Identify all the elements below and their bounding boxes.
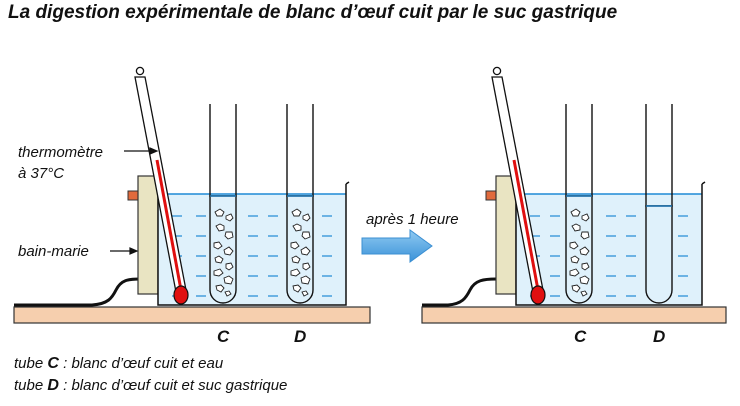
tube-c-after bbox=[565, 104, 593, 304]
tube-d-before bbox=[286, 104, 314, 304]
setup-before bbox=[13, 66, 371, 324]
water-left bbox=[158, 194, 346, 305]
heater-cable bbox=[14, 277, 141, 307]
water-right bbox=[516, 194, 702, 305]
tube-d-label-right: D bbox=[653, 327, 665, 346]
setup-after bbox=[421, 66, 727, 324]
tube-c-label-right: C bbox=[574, 327, 587, 346]
bench-right bbox=[421, 306, 727, 324]
tube-d-label-left: D bbox=[294, 327, 306, 346]
legend-c-letter: C bbox=[47, 355, 59, 372]
diagram-title: La digestion expérimentale de blanc d’œu… bbox=[8, 2, 618, 23]
tube-c-before bbox=[209, 104, 237, 304]
heater-cable-right bbox=[422, 277, 497, 307]
heater-block-right bbox=[495, 175, 517, 295]
thermometer-left bbox=[134, 66, 189, 305]
thermometer-label-line2: à 37°C bbox=[18, 165, 64, 182]
time-arrow bbox=[361, 229, 433, 263]
egg-white-pieces-c-after bbox=[569, 208, 590, 297]
thermometer-label-line1: thermomètre bbox=[18, 144, 103, 161]
water-bath-label: bain-marie bbox=[18, 243, 89, 260]
arrow-label: après 1 heure bbox=[366, 211, 459, 228]
thermometer-right bbox=[491, 66, 546, 305]
tube-c-label-left: C bbox=[217, 327, 230, 346]
legend-d-text: : blanc d’œuf cuit et suc gastrique bbox=[58, 377, 288, 394]
egg-white-pieces-d-before bbox=[290, 208, 311, 297]
legend-c-text: : blanc d’œuf cuit et eau bbox=[58, 355, 224, 372]
legend-c-prefix: tube bbox=[14, 355, 48, 372]
beaker-left bbox=[157, 181, 350, 306]
egg-white-pieces-c-before bbox=[213, 208, 234, 297]
legend-tube-c: tube C : blanc d’œuf cuit et eau bbox=[14, 355, 223, 373]
bench-left bbox=[13, 306, 371, 324]
water-dashes-left bbox=[172, 215, 332, 297]
label-pointers-left bbox=[110, 147, 159, 255]
heater-knob-right bbox=[485, 190, 497, 201]
legend-tube-d: tube D : blanc d’œuf cuit et suc gastriq… bbox=[14, 377, 287, 395]
tube-d-after bbox=[645, 104, 673, 304]
heater-block bbox=[137, 175, 159, 295]
legend-d-letter: D bbox=[47, 377, 59, 394]
heater-knob bbox=[127, 190, 139, 201]
beaker-right bbox=[515, 181, 706, 306]
legend-d-prefix: tube bbox=[14, 377, 48, 394]
